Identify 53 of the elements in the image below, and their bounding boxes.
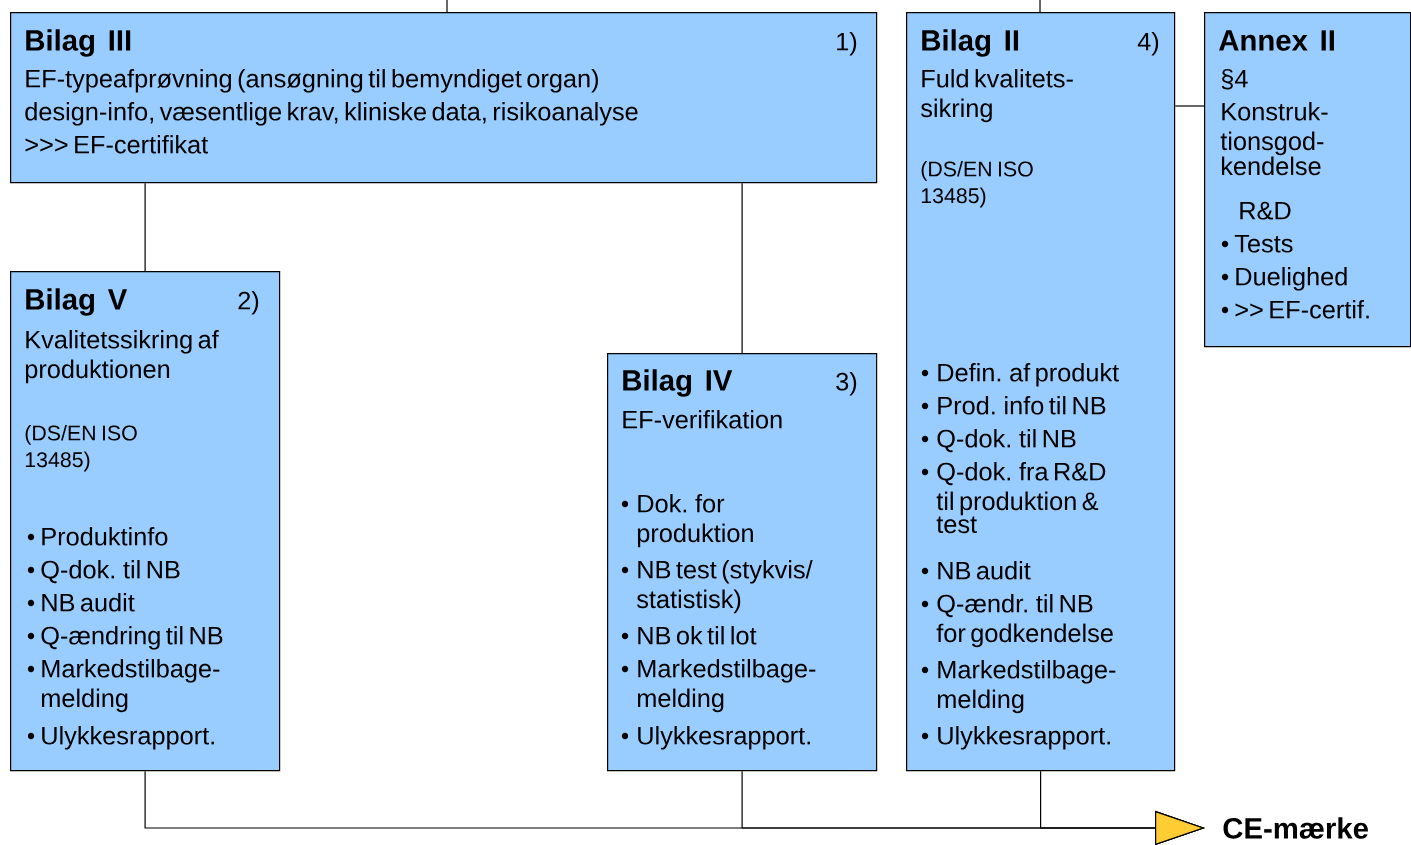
body-text: §4 bbox=[1221, 69, 1248, 90]
annex-box bbox=[10, 271, 281, 772]
box-heading: Bilag II bbox=[922, 29, 1019, 57]
body-text: (DS/EN ISO 13485) bbox=[25, 424, 137, 472]
connector-line bbox=[446, 0, 448, 13]
step-number: 3) bbox=[836, 372, 857, 396]
bullet-item: NB ok til lot bbox=[621, 626, 757, 645]
step-number: 4) bbox=[1137, 32, 1159, 56]
body-text: EF-typeafprøvning (ansøgning til bemyndiget organ) bbox=[26, 69, 598, 93]
bullet-item: Defin. af produkt bbox=[921, 363, 1119, 387]
connector-line bbox=[1174, 105, 1205, 107]
bullet-item: Markedstilbage- melding bbox=[921, 660, 1116, 714]
box-heading: Bilag III bbox=[26, 29, 131, 57]
body-text: >>> EF-certifikat bbox=[25, 135, 209, 154]
box-heading: Bilag V bbox=[26, 288, 128, 316]
step-number: 2) bbox=[238, 291, 259, 315]
annex-box bbox=[10, 12, 878, 184]
bullet-item: >> EF-certif. bbox=[1221, 300, 1369, 319]
bullet-item: Q-ændring til NB bbox=[27, 626, 223, 650]
annex-box bbox=[1204, 12, 1411, 348]
body-text: Konstruk- tionsgod- kendelse bbox=[1220, 102, 1328, 176]
bullet-item: Dok. for produktion bbox=[621, 494, 753, 548]
connector-line bbox=[1039, 0, 1041, 13]
bullet-item: NB test (stykvis/ statistisk) bbox=[621, 560, 813, 614]
bullet-item: Ulykkesrapport. bbox=[921, 726, 1110, 750]
bullet-item: Produktinfo bbox=[27, 527, 168, 546]
connector-line bbox=[144, 182, 146, 272]
bullet-item: Q-ændr. til NB for godkendelse bbox=[921, 594, 1113, 648]
bullet-item: Duelighed bbox=[1221, 267, 1347, 291]
bullet-item: Q-dok. til NB bbox=[27, 560, 180, 584]
bullet-item: Ulykkesrapport. bbox=[27, 726, 214, 750]
connector-line bbox=[741, 182, 743, 354]
bullet-item: NB audit bbox=[27, 593, 135, 612]
bullet-item: Markedstilbage- melding bbox=[27, 659, 220, 713]
bullet-item: Ulykkesrapport. bbox=[621, 726, 810, 750]
bullet-item: Markedstilbage- melding bbox=[621, 659, 816, 713]
bullet-item: Prod. info til NB bbox=[921, 396, 1106, 415]
body-text: Fuld kvalitets- sikring bbox=[921, 69, 1073, 123]
step-number: 1) bbox=[837, 32, 857, 56]
body-text: Kvalitetssikring af produktionen bbox=[25, 330, 219, 384]
result-label: CE-mærke bbox=[1223, 817, 1368, 839]
body-text: design-info, væsentlige krav, kliniske data, risikoanalyse bbox=[25, 102, 638, 126]
bullet-item: Q-dok. til NB bbox=[921, 429, 1076, 453]
bullet-item: Q-dok. fra R&D til produktion & test bbox=[921, 462, 1106, 534]
body-text: EF-verifikation bbox=[623, 410, 782, 429]
bullet-item: Tests bbox=[1221, 234, 1293, 253]
body-text: (DS/EN ISO 13485) bbox=[921, 160, 1033, 208]
box-heading: Annex II bbox=[1219, 30, 1334, 51]
annex-box bbox=[906, 12, 1176, 772]
body-text: R&D bbox=[1240, 201, 1291, 220]
bullet-item: NB audit bbox=[921, 561, 1031, 580]
box-heading: Bilag IV bbox=[623, 369, 733, 397]
annex-box bbox=[607, 353, 878, 772]
